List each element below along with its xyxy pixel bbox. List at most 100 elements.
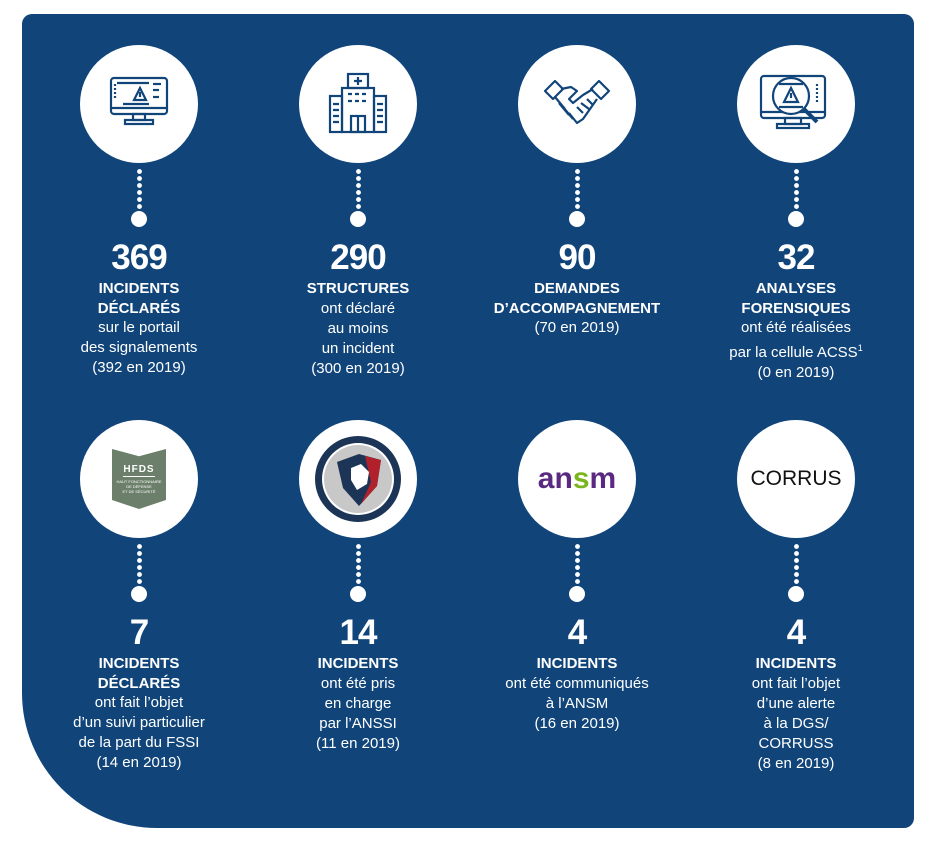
- title-line: INCIDENTS: [98, 280, 180, 297]
- stat-description: ont fait l’objet d’un suivi particulier de…: [29, 693, 249, 773]
- description-line: ont été communiqués: [467, 674, 687, 694]
- description-line: d’une alerte: [686, 694, 906, 714]
- stat-description: ont été pris en charge par l’ANSSI (11 en 2…: [248, 674, 468, 754]
- hospital-icon: [326, 70, 390, 139]
- stat-description: (70 en 2019): [467, 318, 687, 338]
- description-line: CORRUSS: [686, 734, 906, 754]
- handshake-icon: [543, 77, 611, 132]
- connector-dot: [788, 211, 804, 227]
- description-line: ont déclaré: [248, 299, 468, 319]
- stat-number: 32: [777, 238, 816, 277]
- monitor-warning-icon: [109, 76, 169, 133]
- corrus-logo: CORRUS: [750, 467, 842, 490]
- stat-description: ont fait l’objet d’une alerte à la DGS/COR…: [686, 674, 906, 774]
- stat-number: 369: [111, 238, 167, 277]
- icon-circle: [737, 45, 855, 163]
- description-text: ont fait l’objet: [94, 694, 184, 711]
- dotted-connector: [136, 543, 142, 585]
- description-line: des signalements: [29, 338, 249, 358]
- dotted-connector: [793, 168, 799, 210]
- description-text: (16 en 2019): [534, 714, 620, 732]
- description-text: (14 en 2019): [96, 754, 182, 771]
- description-text: (11 en 2019): [316, 734, 400, 752]
- stat-number: 4: [567, 613, 587, 652]
- stat-number: 290: [330, 238, 386, 277]
- description-text: des signalements: [80, 339, 198, 356]
- title-line: INCIDENTS: [755, 655, 837, 672]
- description-text: à la DGS/: [763, 714, 829, 732]
- icon-circle: [299, 420, 417, 538]
- anssi-logo: [315, 436, 401, 522]
- description-text: en charge: [324, 694, 392, 712]
- description-line: (70 en 2019): [467, 318, 687, 338]
- description-text: par la cellule ACSS: [729, 344, 858, 361]
- icon-circle: [80, 45, 198, 163]
- description-line: (11 en 2019): [248, 734, 468, 754]
- stat-description: ont déclaré au moins un incident (300 en 20…: [248, 299, 468, 379]
- description-text: d’un suivi particulier: [73, 714, 205, 731]
- description-line: au moins: [248, 319, 468, 339]
- stat-number: 14: [339, 613, 378, 652]
- stat-title: STRUCTURES: [248, 279, 468, 299]
- dotted-connector: [355, 168, 361, 210]
- description-line: sur le portail: [29, 318, 249, 338]
- description-text: ont été pris: [320, 674, 396, 692]
- stat-card: 290 STRUCTURES ont déclaré au moins un inc…: [248, 45, 468, 379]
- icon-circle: [518, 45, 636, 163]
- description-text: ont déclaré: [320, 299, 396, 317]
- description-line: (16 en 2019): [467, 714, 687, 734]
- title-line: DEMANDES: [534, 280, 620, 297]
- title-line: ANALYSES: [755, 280, 837, 297]
- description-line: (8 en 2019): [686, 754, 906, 774]
- description-text: (392 en 2019): [92, 359, 186, 376]
- icon-circle: ansm: [518, 420, 636, 538]
- dotted-connector: [793, 543, 799, 585]
- description-text: (8 en 2019): [757, 754, 835, 772]
- connector-dot: [569, 586, 585, 602]
- description-line: d’un suivi particulier: [29, 713, 249, 733]
- stat-card: 14 INCIDENTS ont été pris en charge par l’…: [248, 420, 468, 754]
- description-line: par l’ANSSI: [248, 714, 468, 734]
- description-line: à l’ANSM: [467, 694, 687, 714]
- connector-dot: [131, 586, 147, 602]
- dotted-connector: [574, 168, 580, 210]
- stat-number: 7: [129, 613, 149, 652]
- description-text: de la part du FSSI: [78, 734, 200, 751]
- description-text: au moins: [327, 319, 389, 337]
- stat-number: 90: [558, 238, 597, 277]
- description-line: (392 en 2019): [29, 358, 249, 378]
- footnote-marker: 1: [857, 343, 863, 353]
- icon-circle: CORRUS: [737, 420, 855, 538]
- title-line: STRUCTURES: [306, 280, 410, 297]
- description-text: un incident: [321, 339, 395, 357]
- description-text: sur le portail: [98, 319, 180, 336]
- description-text: (70 en 2019): [534, 319, 620, 336]
- description-line: (0 en 2019): [686, 363, 906, 383]
- description-line: ont fait l’objet: [686, 674, 906, 694]
- stat-title: ANALYSES FORENSIQUES: [686, 279, 906, 318]
- title-line: INCIDENTS: [317, 655, 399, 672]
- stat-title: INCIDENTS: [248, 654, 468, 674]
- description-line: ont fait l’objet: [29, 693, 249, 713]
- dotted-connector: [136, 168, 142, 210]
- icon-circle: [299, 45, 417, 163]
- dotted-connector: [355, 543, 361, 585]
- description-text: (300 en 2019): [311, 359, 405, 377]
- connector-dot: [788, 586, 804, 602]
- connector-dot: [569, 211, 585, 227]
- description-text: ont fait l’objet: [751, 674, 841, 692]
- description-text: d’une alerte: [756, 694, 836, 712]
- description-line: (14 en 2019): [29, 753, 249, 773]
- description-text: par l’ANSSI: [319, 714, 397, 732]
- description-line: de la part du FSSI: [29, 733, 249, 753]
- ansm-logo: ansm: [537, 462, 617, 495]
- title-line: FORENSIQUES: [741, 299, 851, 317]
